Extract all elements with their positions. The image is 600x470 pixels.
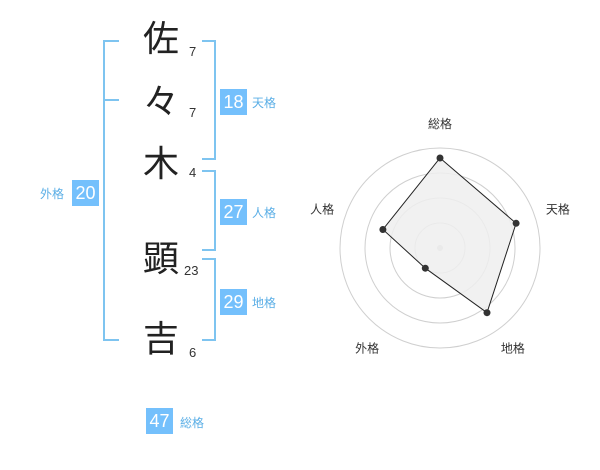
stroke-count-5: 6: [189, 345, 197, 360]
name-char-4: 顕: [142, 239, 179, 280]
jinkaku-label: 人格: [252, 206, 277, 220]
radar-axis-label: 人格: [310, 202, 334, 217]
radar-ring: [339, 147, 541, 349]
tenkaku-badge: 18: [220, 89, 247, 115]
soukaku-label: 総格: [180, 416, 205, 430]
radar-point: [421, 264, 429, 272]
stroke-count-1: 7: [189, 44, 197, 59]
stroke-count-3: 4: [189, 165, 197, 180]
tenkaku-bracket: [202, 40, 216, 160]
gaikaku-badge: 20: [72, 180, 99, 206]
gaikaku-bracket-tick: [103, 99, 119, 101]
radar-axis-label: 外格: [355, 340, 379, 355]
name-char-5: 吉: [142, 319, 179, 360]
stroke-count-4: 23: [184, 263, 199, 278]
chikaku-bracket: [202, 258, 216, 341]
radar-point: [379, 226, 387, 233]
radar-axis-label: 天格: [546, 202, 570, 217]
radar-axis-label: 総格: [428, 116, 452, 131]
radar-axis-label: 地格: [501, 340, 525, 355]
name-char-2: 々: [142, 82, 179, 123]
jinkaku-badge: 27: [220, 199, 247, 225]
tenkaku-label: 天格: [252, 96, 277, 110]
chikaku-label: 地格: [252, 296, 277, 310]
radar-point: [512, 219, 520, 227]
name-char-3: 木: [142, 144, 179, 185]
chikaku-badge: 29: [220, 289, 247, 315]
soukaku-badge: 47: [146, 408, 173, 434]
gaikaku-bracket: [103, 40, 119, 341]
name-char-1: 佐: [142, 19, 179, 60]
radar-point: [436, 154, 444, 162]
stroke-count-2: 7: [189, 105, 197, 120]
radar-polygon: [382, 157, 517, 314]
gaikaku-label: 外格: [40, 187, 65, 201]
jinkaku-bracket: [202, 170, 216, 251]
radar-point: [483, 309, 491, 317]
